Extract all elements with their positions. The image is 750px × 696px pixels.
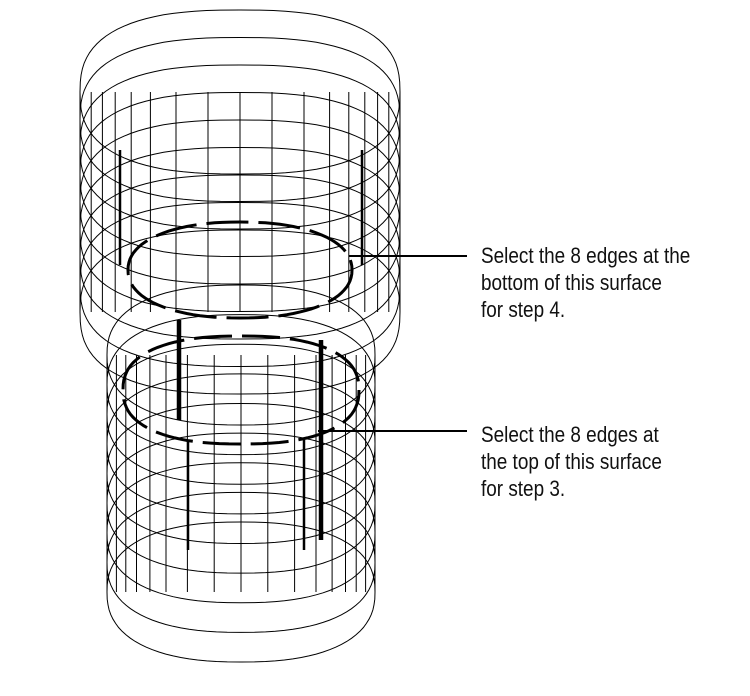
lower-cylinder-mesh	[106, 284, 376, 663]
callout-bottom-line-2: the top of this surface	[481, 449, 662, 474]
callout-top-line-2: bottom of this surface	[481, 270, 662, 295]
lower-selection-edge-ring	[121, 334, 361, 446]
callout-top-label: Select the 8 edges at the bottom of this…	[481, 242, 690, 323]
upper-selection-edge-ring	[126, 220, 354, 320]
selection-edges	[118, 150, 364, 550]
upper-cylinder-mesh	[79, 9, 401, 395]
callout-bottom-label: Select the 8 edges at the top of this su…	[481, 421, 662, 502]
callout-top-line-3: for step 4.	[481, 297, 566, 322]
callout-bottom-line-1: Select the 8 edges at	[481, 422, 659, 447]
callout-top-line-1: Select the 8 edges at the	[481, 243, 691, 268]
callout-bottom-line-3: for step 3.	[481, 476, 566, 501]
